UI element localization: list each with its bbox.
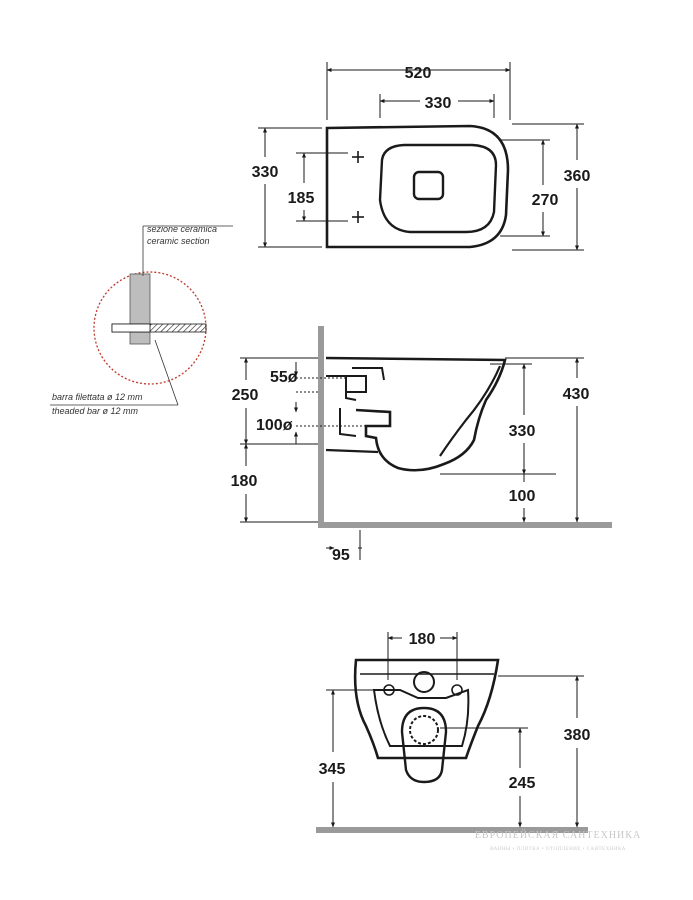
dim-hole-spacing-top: 185 xyxy=(288,190,315,207)
detail-section xyxy=(50,225,233,406)
floor-rear xyxy=(316,827,588,833)
bar-label-en: theaded bar ø 12 mm xyxy=(52,406,139,416)
dim-top-to-inlet: 250 xyxy=(232,387,259,404)
dim-height-bar: 345 xyxy=(319,761,346,778)
bar-label-it: barra filettata ø 12 mm xyxy=(52,392,143,402)
rear-view xyxy=(316,632,588,833)
watermark-line1: ЕВРОПЕЙСКАЯ САНТЕХНИКА xyxy=(475,829,641,841)
dim-inlet-height: 180 xyxy=(231,473,258,490)
dim-height-outer: 380 xyxy=(564,727,591,744)
dim-total-height: 430 xyxy=(563,386,590,403)
section-label-it: sezione ceramica xyxy=(147,224,217,234)
dim-hole-spacing-rear: 180 xyxy=(409,631,436,648)
dim-width-overall: 520 xyxy=(405,65,432,82)
section-label-en: ceramic section xyxy=(147,236,210,246)
dim-inlet-offset: 55ø xyxy=(270,369,298,386)
dim-outlet-floor: 100 xyxy=(509,488,536,505)
watermark-line2: ВАННЫ • ПЛИТКА • ОТОПЛЕНИЕ • САНТЕХНИКА xyxy=(490,847,626,852)
dim-depth-overall: 360 xyxy=(564,168,591,185)
dim-outlet-height: 330 xyxy=(509,423,536,440)
floor xyxy=(318,522,612,528)
dim-outlet-diameter: 100ø xyxy=(256,417,293,434)
dim-depth-inner: 270 xyxy=(532,192,559,209)
dim-height-left: 330 xyxy=(252,164,279,181)
top-view xyxy=(258,62,584,251)
dim-width-bowl: 330 xyxy=(425,95,452,112)
wall xyxy=(318,326,324,528)
side-view xyxy=(240,326,612,560)
dim-wall-offset: 95 xyxy=(332,547,350,564)
dim-height-outlet: 245 xyxy=(509,775,536,792)
